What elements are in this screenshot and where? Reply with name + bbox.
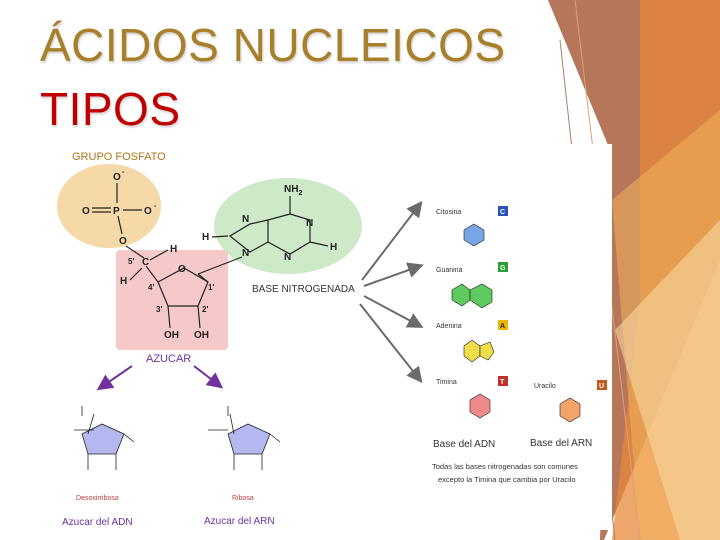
label-azucar-adn: Azucar del ADN bbox=[62, 517, 133, 528]
atom-oh: OH bbox=[164, 330, 179, 341]
atom-h: H bbox=[120, 276, 127, 287]
nucleotide-figure: GRUPO FOSFATO O - O P O - O NH2 N N N N … bbox=[52, 144, 612, 530]
atom-o: O bbox=[144, 206, 152, 217]
label-grupo-fosfato: GRUPO FOSFATO bbox=[72, 151, 166, 163]
base-guanina: Guanina G bbox=[436, 262, 508, 309]
deco-band-light bbox=[615, 220, 720, 540]
atom-o: O bbox=[113, 172, 121, 183]
charge-minus: - bbox=[154, 203, 157, 210]
arrow-to-deoxyribose bbox=[96, 365, 133, 391]
base-structure: NH2 N N N N H H bbox=[197, 184, 337, 275]
position-5: 5' bbox=[128, 257, 134, 266]
atom-h: H bbox=[170, 244, 177, 255]
base-name: Guanina bbox=[436, 267, 463, 274]
base-adenina: Adenina A bbox=[436, 320, 508, 363]
position-3: 3' bbox=[156, 305, 162, 314]
atom-nh2: NH2 bbox=[284, 184, 302, 197]
base-letter-box bbox=[498, 376, 508, 386]
label-base-arn: Base del ARN bbox=[530, 438, 592, 449]
base-uracilo: Uracilo U bbox=[534, 380, 607, 423]
base-letter: T bbox=[500, 379, 505, 386]
label-ribosa: Ribosa bbox=[232, 495, 254, 502]
atom-oh: OH bbox=[194, 330, 209, 341]
sugar-structure: C H H O OH OH 5' 4' 1' 3' 2' bbox=[120, 244, 214, 341]
atom-h: H bbox=[202, 232, 209, 243]
atom-n: N bbox=[242, 214, 249, 225]
atom-o: O bbox=[119, 236, 127, 247]
base-letter: U bbox=[599, 383, 604, 390]
nucleotide-diagram: GRUPO FOSFATO O - O P O - O NH2 N N N N … bbox=[57, 151, 607, 528]
position-1: 1' bbox=[208, 283, 214, 292]
deoxyribose-structure bbox=[74, 406, 135, 470]
base-citosina: Citosina C bbox=[436, 206, 508, 247]
note-line1: Todas las bases nitrogenadas son comunes bbox=[432, 462, 578, 471]
base-name: Adenina bbox=[436, 323, 462, 330]
base-letter-box bbox=[597, 380, 607, 390]
atom-n: N bbox=[242, 248, 249, 259]
arrow-to-ribose bbox=[193, 365, 224, 389]
atom-h: H bbox=[330, 242, 337, 253]
base-name: Citosina bbox=[436, 209, 461, 216]
position-4: 4' bbox=[148, 283, 154, 292]
label-azucar-arn: Azucar del ARN bbox=[204, 516, 275, 527]
base-letter: C bbox=[500, 209, 505, 216]
base-name: Uracilo bbox=[534, 383, 556, 390]
note-line2: excepto la Timina que cambia por Uracilo bbox=[438, 475, 576, 484]
label-base-adn: Base del ADN bbox=[433, 439, 495, 450]
base-letter-box bbox=[498, 262, 508, 272]
base-letter-box bbox=[498, 206, 508, 216]
ribose-structure bbox=[208, 406, 281, 470]
label-base-nitrogenada: BASE NITROGENADA bbox=[252, 284, 355, 295]
label-azucar: AZUCAR bbox=[146, 353, 191, 365]
arrow-to-citosina bbox=[361, 200, 423, 281]
atom-p: P bbox=[113, 206, 120, 217]
position-2: 2' bbox=[202, 305, 208, 314]
label-desoxirribosa: Desoxirribosa bbox=[76, 495, 119, 502]
base-letter: G bbox=[500, 265, 506, 272]
atom-n: N bbox=[284, 252, 291, 263]
slide-title-line1: ÁCIDOS NUCLEICOS bbox=[40, 19, 506, 71]
arrow-to-guanina bbox=[363, 262, 424, 287]
arrow-to-timina bbox=[359, 303, 423, 384]
base-letter-box bbox=[498, 320, 508, 330]
atom-o: O bbox=[82, 206, 90, 217]
phosphate-group: O - O P O - O bbox=[82, 169, 157, 259]
arrow-to-adenina bbox=[363, 295, 424, 328]
base-name: Timina bbox=[436, 379, 457, 386]
phosphate-highlight bbox=[57, 164, 161, 248]
atom-c: C bbox=[142, 257, 149, 268]
base-timina: Timina T bbox=[436, 376, 508, 419]
charge-minus: - bbox=[122, 169, 125, 176]
base-letter: A bbox=[500, 323, 505, 330]
base-highlight bbox=[214, 178, 362, 274]
slide-title-line2: TIPOS bbox=[40, 83, 181, 135]
